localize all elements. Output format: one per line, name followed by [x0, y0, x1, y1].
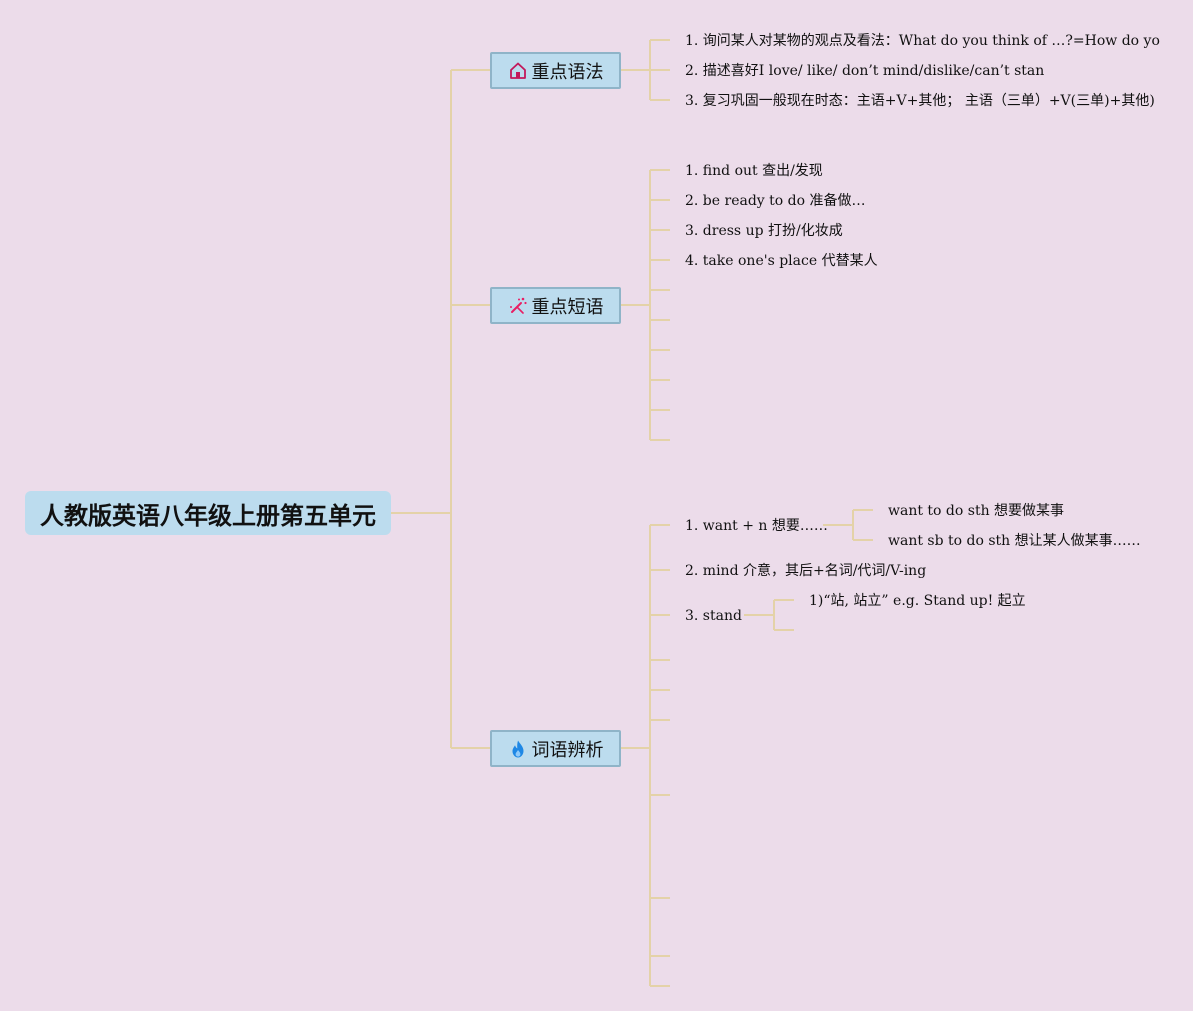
analysis-item-1[interactable]: 1. want + n 想要…… — [685, 518, 828, 534]
branch-grammar[interactable]: 重点语法 — [490, 52, 621, 89]
grammar-item-1[interactable]: 1. 询问某人对某物的观点及看法：What do you think of …?… — [685, 33, 1160, 49]
want-sub-item-2[interactable]: want sb to do sth 想让某人做某事…… — [888, 533, 1141, 549]
grammar-item-3[interactable]: 3. 复习巩固一般现在时态：主语+V+其他； 主语（三单）+V(三单)+其他) — [685, 93, 1155, 109]
phrase-item-4[interactable]: 4. take one's place 代替某人 — [685, 253, 878, 269]
house-icon — [508, 61, 528, 81]
want-sub-item-1[interactable]: want to do sth 想要做某事 — [888, 503, 1065, 519]
grammar-item-2[interactable]: 2. 描述喜好I love/ like/ don’t mind/dislike/… — [685, 63, 1045, 79]
stand-sub-item-1[interactable]: 1)“站, 站立” e.g. Stand up! 起立 — [809, 593, 1026, 609]
branch-phrases[interactable]: 重点短语 — [490, 287, 621, 324]
flame-icon — [508, 739, 528, 759]
analysis-item-3[interactable]: 3. stand — [685, 608, 742, 624]
analysis-item-2[interactable]: 2. mind 介意，其后+名词/代词/V-ing — [685, 563, 927, 579]
magic-wand-icon — [508, 296, 528, 316]
root-topic[interactable]: 人教版英语八年级上册第五单元 — [25, 491, 391, 535]
branch-phrases-label: 重点短语 — [531, 296, 604, 318]
branch-word-analysis[interactable]: 词语辨析 — [490, 730, 621, 767]
phrase-item-3[interactable]: 3. dress up 打扮/化妆成 — [685, 223, 843, 239]
root-topic-label: 人教版英语八年级上册第五单元 — [40, 501, 376, 530]
phrase-item-2[interactable]: 2. be ready to do 准备做… — [685, 193, 866, 209]
branch-grammar-label: 重点语法 — [531, 61, 604, 83]
phrase-item-1[interactable]: 1. find out 查出/发现 — [685, 163, 823, 179]
branch-word-analysis-label: 词语辨析 — [531, 739, 604, 761]
